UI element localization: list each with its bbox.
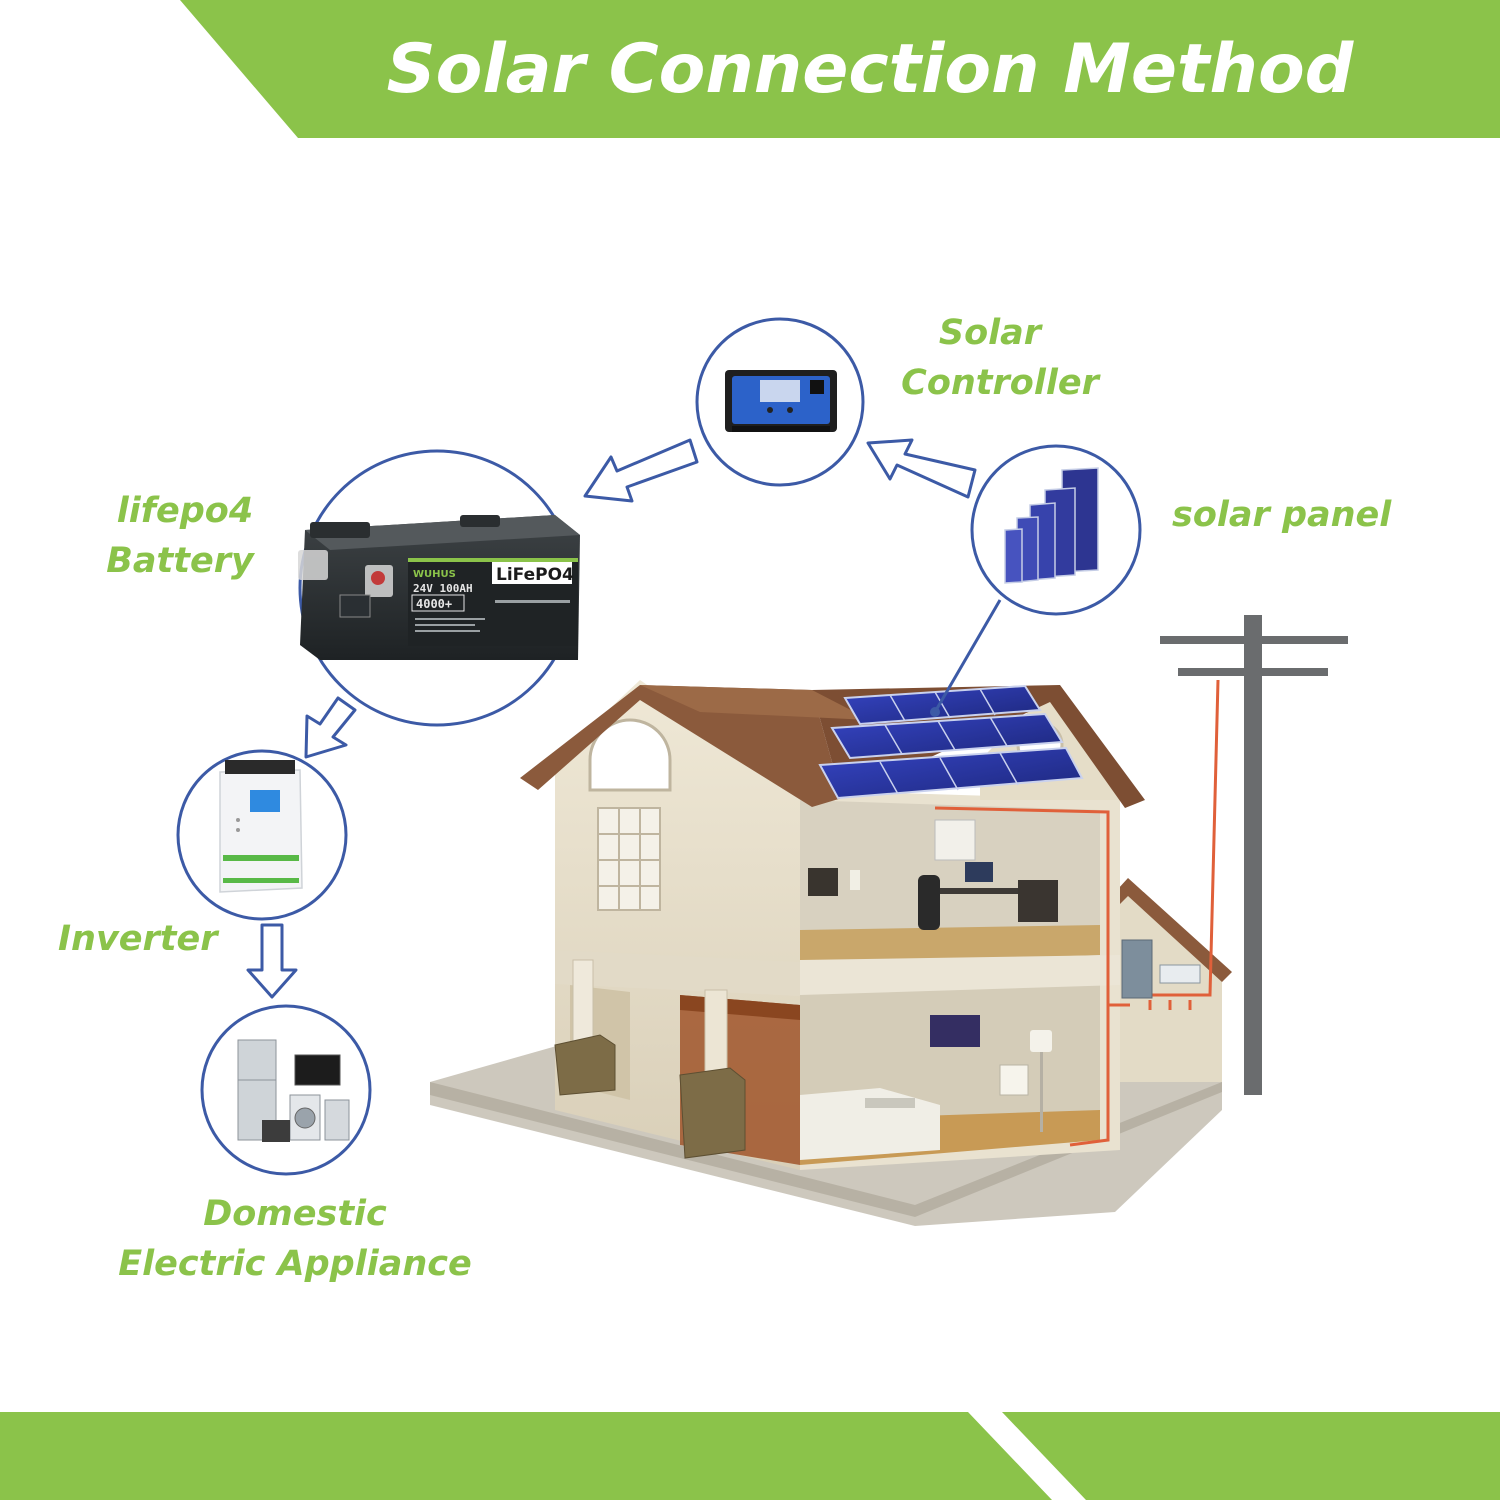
lifepo4-battery-icon: WUHUS LiFePO4 24V 100AH 4000+ — [298, 449, 580, 727]
label-battery-line2: Battery — [106, 541, 254, 581]
label-battery-line1: lifepo4 — [116, 491, 254, 531]
label-solar-controller-line1: Solar — [938, 313, 1042, 353]
flow-arrow-panel-to-controller — [866, 438, 977, 499]
label-inverter: Inverter — [58, 919, 218, 959]
flow-arrow-inverter-to-appliance — [246, 923, 298, 999]
flow-arrow-controller-to-battery — [583, 438, 699, 503]
header-banner — [180, 0, 1500, 138]
page-title: Solar Connection Method — [386, 30, 1354, 109]
utility-pole-icon — [1160, 615, 1348, 1095]
battery-spec: 24V 100AH — [413, 582, 473, 595]
label-solar-controller-line2: Controller — [901, 363, 1099, 403]
label-appliance-line1: Domestic — [203, 1194, 387, 1234]
panel-pointer-line — [933, 599, 1002, 713]
flow-arrow-battery-to-inverter — [304, 696, 357, 759]
house-illustration — [430, 679, 1232, 1226]
label-appliance-line2: Electric Appliance — [118, 1244, 472, 1284]
battery-cycles: 4000+ — [416, 597, 452, 611]
footer-banner — [0, 1412, 1500, 1500]
battery-brand: WUHUS — [413, 569, 456, 580]
solar-controller-icon — [695, 317, 865, 487]
label-solar-panel: solar panel — [1172, 495, 1392, 535]
appliances-icon — [200, 1004, 372, 1176]
house-wiring — [934, 679, 1220, 1147]
battery-chemistry: LiFePO4 — [496, 565, 574, 585]
solar-panel-icon — [970, 444, 1142, 616]
inverter-icon — [176, 749, 348, 921]
